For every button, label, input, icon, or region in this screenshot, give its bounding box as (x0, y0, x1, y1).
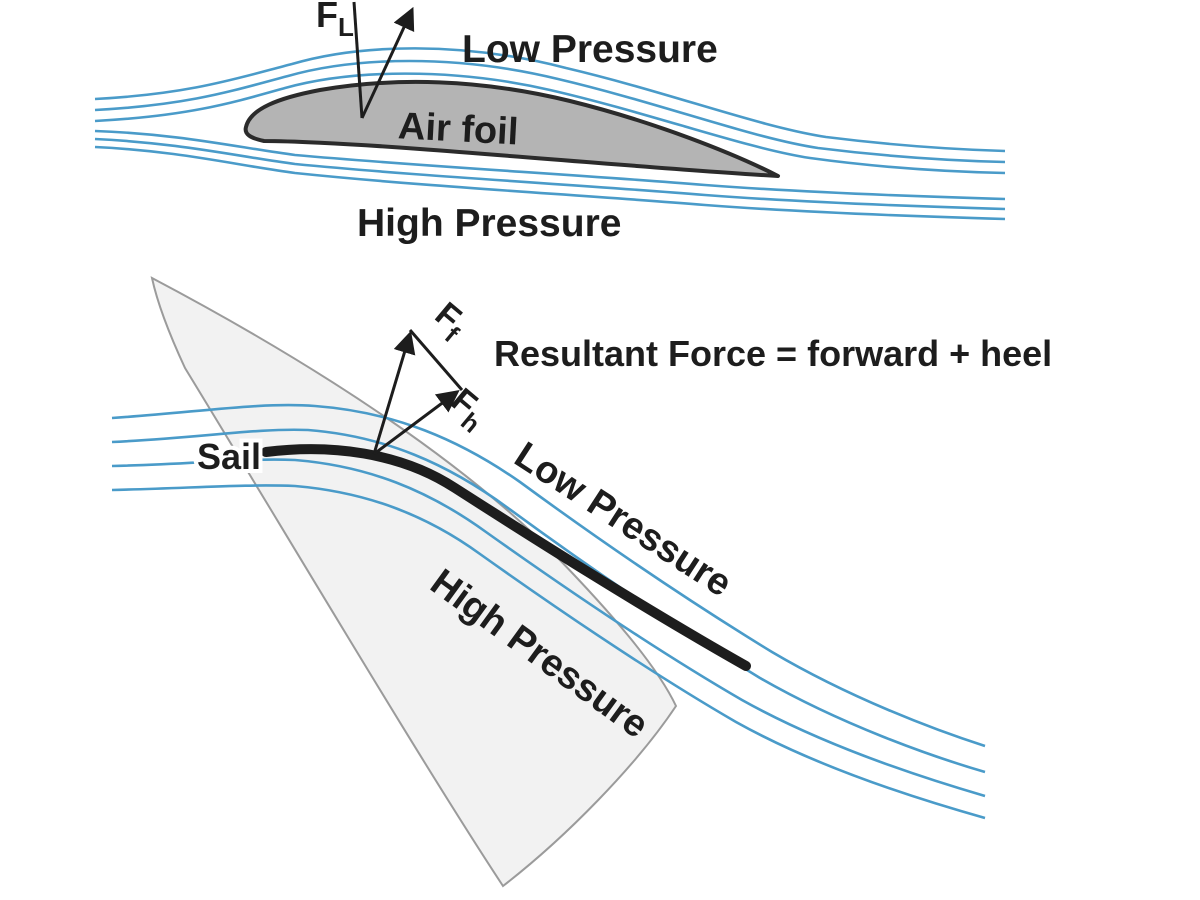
forward-force-label: Ff (423, 295, 475, 349)
airfoil-shape-group (243, 79, 780, 178)
vector-connector-line (408, 329, 464, 391)
airfoil-diagram: FL Low Pressure High Pressure Air foil (94, 0, 1006, 245)
streamline (94, 72, 1006, 175)
sail-curve (261, 444, 751, 671)
sail-diagram: Sail Ff Fh Resultant Force = forward + h… (111, 276, 1052, 888)
streamline (111, 484, 986, 820)
streamline (94, 137, 1006, 211)
sail-force-vectors (372, 329, 464, 456)
streamline (94, 47, 1006, 153)
low-pressure-label: Low Pressure (462, 28, 718, 71)
airfoil-body-label: Air foil (397, 105, 519, 153)
resultant-force-label: Resultant Force = forward + heel (494, 333, 1052, 374)
heel-force-label: Fh (439, 381, 496, 439)
airfoil-streamlines (94, 47, 1006, 221)
streamline (111, 458, 986, 798)
streamline (94, 145, 1006, 221)
sail-label: Sail (197, 436, 261, 477)
lift-force-reference-line (352, 1, 364, 119)
streamline (94, 129, 1006, 201)
airfoil-shape (243, 79, 780, 178)
sail-streamlines (111, 403, 986, 820)
airfoil-labels: FL Low Pressure High Pressure Air foil (316, 0, 718, 245)
forward-force-arrow (372, 330, 416, 455)
high-pressure-label: High Pressure (357, 202, 621, 245)
lift-force-arrow (360, 6, 415, 119)
streamline (94, 59, 1006, 164)
streamline (111, 428, 986, 774)
streamline (111, 403, 986, 748)
lift-force-vectors (352, 1, 415, 119)
heel-force-arrow (373, 389, 460, 456)
lift-force-label: FL (316, 0, 354, 42)
